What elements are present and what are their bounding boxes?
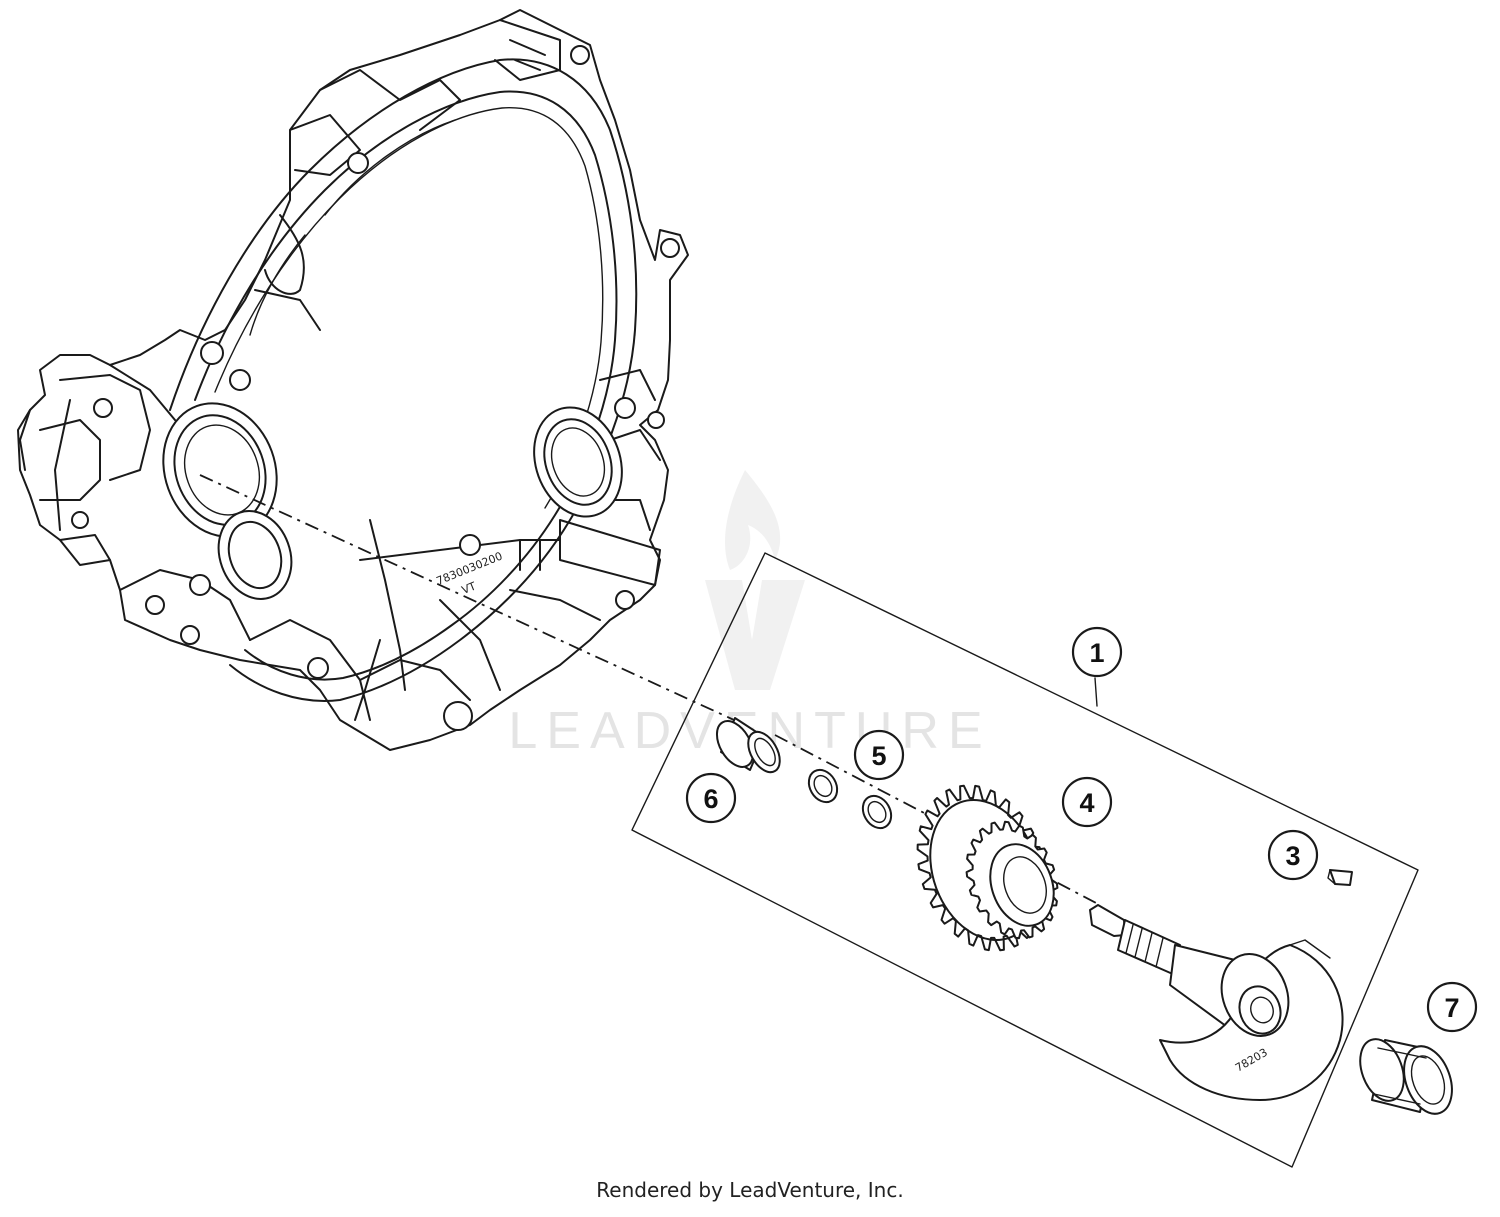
callout-6[interactable]: 6: [685, 772, 737, 824]
callout-7-label: 7: [1444, 993, 1459, 1023]
kit-frame: [631, 552, 1419, 1168]
part-key: [1327, 869, 1353, 886]
callouts: 1 3 4 5 6 7: [685, 626, 1478, 1033]
callout-3[interactable]: 3: [1267, 829, 1319, 881]
part-gear: [916, 784, 1059, 952]
part-thrust-washers: [807, 768, 893, 830]
cover-mark-code: VT: [460, 579, 478, 596]
clutch-cover-housing: 7830030200 VT: [17, 9, 689, 751]
part-bushing: [715, 717, 781, 774]
watermark-logo-icon: [705, 470, 805, 690]
part-kick-shaft: 78203: [1089, 904, 1344, 1101]
callout-1-label: 1: [1089, 638, 1104, 668]
cover-markings: 7830030200 VT: [435, 549, 505, 596]
part-bearing: [1359, 1038, 1453, 1115]
callout-7[interactable]: 7: [1426, 981, 1478, 1033]
callout-1[interactable]: 1: [1071, 626, 1123, 678]
callout-3-label: 3: [1285, 841, 1300, 871]
callout-5-label: 5: [871, 741, 886, 771]
callout-5[interactable]: 5: [853, 729, 905, 781]
callout-4[interactable]: 4: [1061, 776, 1113, 828]
callout-6-label: 6: [703, 784, 718, 814]
callout-4-label: 4: [1079, 788, 1094, 818]
footer-credit: Rendered by LeadVenture, Inc.: [596, 1178, 904, 1202]
